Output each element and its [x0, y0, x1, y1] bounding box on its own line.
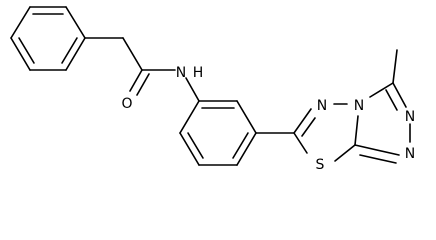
central-benzene-ring	[179, 100, 257, 166]
chemical-structure: O N H N N N N S	[10, 6, 415, 173]
phenyl-ring	[10, 6, 86, 71]
acetamide-linker	[84, 37, 200, 102]
atom-bridgehead-nitrogen: N	[354, 98, 364, 114]
triazole-ring	[354, 49, 411, 164]
atom-amide-hydrogen: H	[193, 65, 204, 81]
atom-triazole-nitrogen-lower: N	[405, 146, 415, 162]
atom-triazole-nitrogen-upper: N	[405, 109, 415, 125]
atom-oxygen: O	[121, 96, 132, 112]
atom-sulfur: S	[316, 157, 325, 173]
structure-diagram: O N H N N N N S	[10, 6, 415, 173]
thiadiazole-ring	[293, 103, 356, 162]
atom-amide-nitrogen: N	[176, 65, 186, 81]
atom-thiadiazole-nitrogen: N	[317, 98, 327, 114]
